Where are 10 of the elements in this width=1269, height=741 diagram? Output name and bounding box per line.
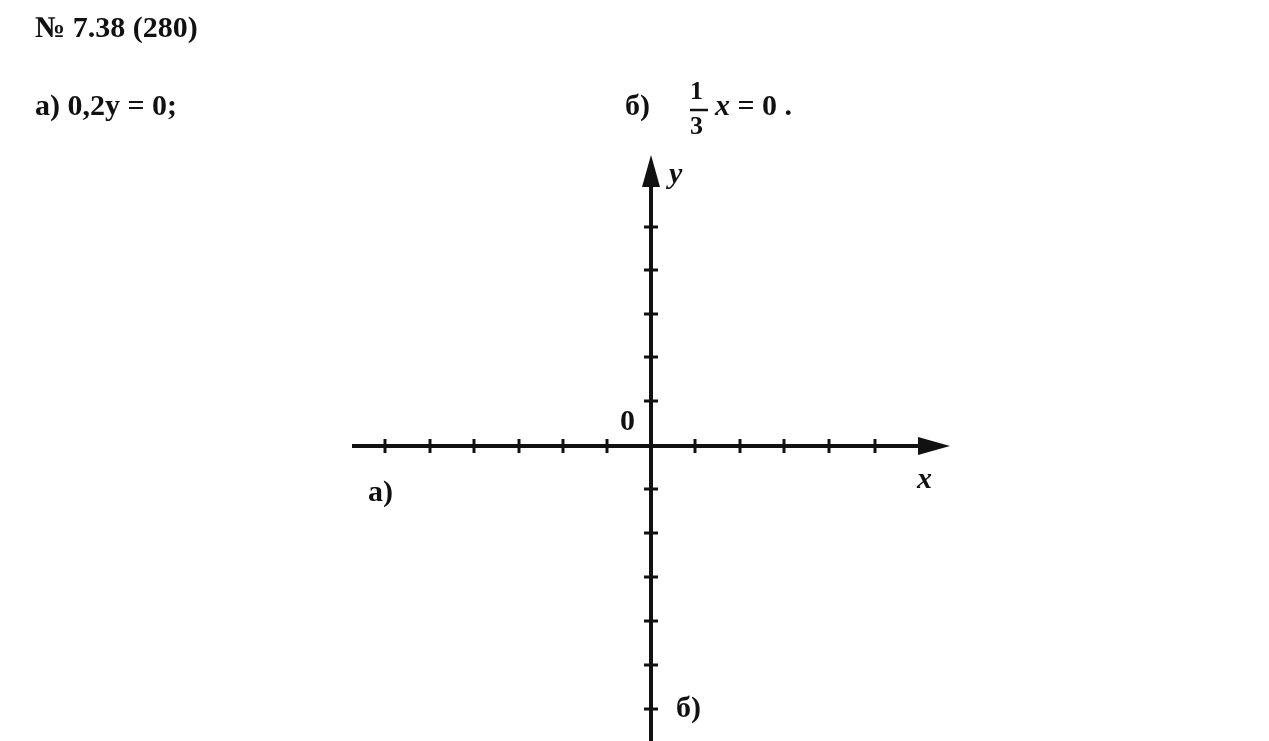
axis-label: x <box>917 463 932 493</box>
equation: а) 0,2y = 0; <box>35 90 178 120</box>
fraction-numerator: 1 <box>690 78 703 104</box>
problem-number: № 7.38 (280) <box>35 12 198 42</box>
equation-label: б) <box>625 90 650 120</box>
fraction-denominator: 3 <box>690 113 703 139</box>
equation: x = 0 . <box>715 90 793 120</box>
origin-label: 0 <box>620 405 635 435</box>
line-label: а) <box>368 476 393 506</box>
line-label: б) <box>676 692 701 722</box>
